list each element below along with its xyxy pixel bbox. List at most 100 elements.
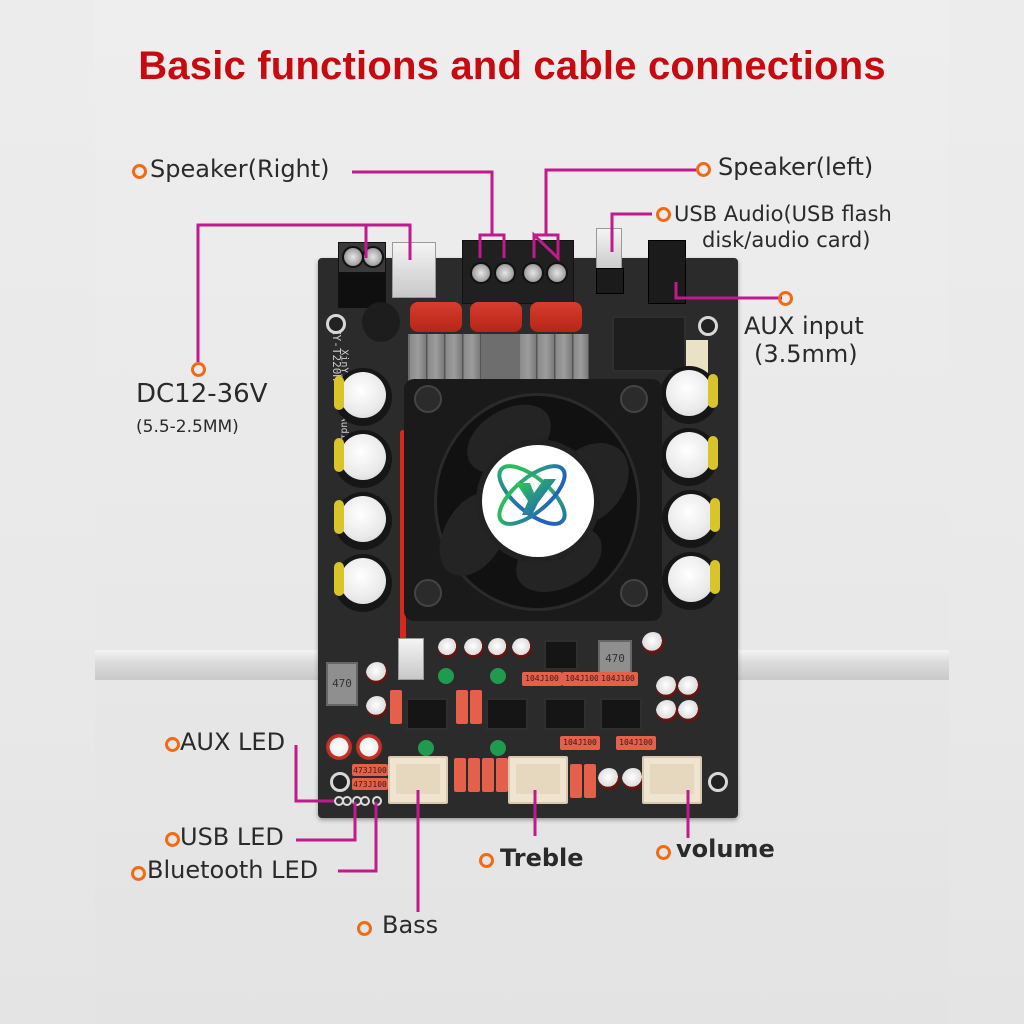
label-usb-led: USB LED — [180, 823, 284, 851]
aux-input-dot — [778, 291, 793, 306]
label-bass: Bass — [382, 911, 439, 939]
led-pad — [342, 796, 352, 806]
capacitor-red — [326, 734, 352, 760]
label-aux-input: AUX input — [744, 312, 864, 340]
electrolytic-capacitor — [660, 428, 718, 486]
resistor-vertical — [454, 758, 466, 792]
heatsink-fin — [574, 334, 589, 384]
electrolytic-capacitor — [334, 368, 392, 426]
capacitor — [512, 638, 532, 658]
speaker-left-screw-1 — [522, 262, 544, 284]
resistor-104: 104J100 — [562, 672, 602, 686]
label-bluetooth-led: Bluetooth LED — [147, 856, 319, 884]
electrolytic-capacitor — [334, 492, 392, 550]
resistor-vertical — [482, 758, 494, 792]
fan-screw — [620, 579, 648, 607]
bass-connector — [388, 756, 448, 804]
bluetooth-led-dot — [131, 866, 146, 881]
leader-dc — [196, 223, 412, 362]
speaker-left-screw-2 — [546, 262, 568, 284]
film-capacitor — [470, 302, 522, 332]
dc-barrel-jack — [392, 242, 436, 298]
ic-chip — [544, 640, 578, 670]
led-pad — [360, 796, 370, 806]
leader-speaker-right-split — [478, 233, 506, 258]
resistor-vertical — [584, 764, 596, 798]
capacitor — [656, 700, 678, 722]
inductor-marking: 470 — [332, 677, 352, 690]
film-capacitor — [530, 302, 582, 332]
electrolytic-capacitor — [662, 552, 720, 610]
leader-speaker-left-split — [532, 231, 560, 262]
leader-aux-input — [674, 282, 782, 300]
heatsink-fin — [520, 334, 537, 384]
label-speaker-right: Speaker(Right) — [150, 155, 330, 183]
green-component — [490, 668, 506, 684]
aux-jack — [648, 240, 686, 304]
resistor-473: 473J100 — [352, 764, 388, 776]
op-amp-chip — [544, 698, 586, 730]
fan-screw — [414, 385, 442, 413]
toroid-inductor — [362, 302, 400, 342]
speaker-right-dot — [132, 164, 147, 179]
volume-dot — [656, 845, 671, 860]
label-treble: Treble — [500, 844, 584, 872]
capacitor — [622, 768, 644, 790]
electrolytic-capacitor — [334, 430, 392, 488]
resistor-vertical — [468, 758, 480, 792]
inductor-470: 470 — [598, 640, 632, 678]
cooling-fan — [404, 379, 662, 621]
mounting-hole — [326, 314, 346, 334]
label-speaker-left: Speaker(left) — [718, 153, 874, 181]
resistor-vertical — [390, 690, 402, 724]
op-amp-chip — [486, 698, 528, 730]
resistor-104: 104J100 — [522, 672, 562, 686]
resistor-104: 104J100 — [598, 672, 638, 686]
capacitor — [678, 676, 700, 698]
heatsink-fin — [428, 334, 445, 384]
capacitor-red — [356, 734, 382, 760]
leader-speaker-left — [544, 168, 698, 235]
page-title: Basic functions and cable connections — [138, 44, 886, 88]
heatsink-fin — [464, 334, 481, 384]
fan-screw — [620, 385, 648, 413]
heatsink-fin — [446, 334, 463, 384]
leader-bluetooth-led — [338, 802, 378, 873]
resistor-473: 473J100 — [352, 778, 388, 790]
speaker-right-screw-2 — [494, 262, 516, 284]
xinyi-logo-icon — [497, 464, 567, 526]
label-volume: volume — [676, 835, 775, 863]
usb-port — [596, 228, 622, 272]
mounting-hole — [330, 772, 350, 792]
inductor-470: 470 — [326, 662, 358, 706]
dc-dot — [191, 362, 206, 377]
resistor-vertical — [570, 764, 582, 798]
inductor-marking: 470 — [605, 652, 625, 665]
speaker-left-dot — [696, 162, 711, 177]
fan-wire — [400, 430, 406, 650]
capacitor — [366, 662, 388, 684]
film-capacitor — [410, 302, 462, 332]
resistor-104: 104J100 — [616, 736, 656, 750]
op-amp-chip — [600, 698, 642, 730]
leader-usb-led — [296, 802, 357, 842]
fan-connector — [398, 638, 424, 680]
electrolytic-capacitor — [660, 366, 718, 424]
mounting-hole — [698, 316, 718, 336]
usb-port-base — [596, 268, 624, 294]
resistor-vertical — [470, 690, 482, 724]
capacitor — [366, 696, 388, 718]
capacitor — [656, 676, 678, 698]
mounting-hole — [708, 772, 728, 792]
green-component — [438, 668, 454, 684]
capacitor — [642, 632, 664, 654]
capacitor — [464, 638, 484, 658]
treble-dot — [479, 853, 494, 868]
resistor-vertical — [496, 758, 508, 792]
capacitor — [598, 768, 620, 790]
electrolytic-capacitor — [334, 554, 392, 612]
green-component — [418, 740, 434, 756]
label-aux-led: AUX LED — [180, 728, 286, 756]
heatsink-fin — [410, 334, 427, 384]
